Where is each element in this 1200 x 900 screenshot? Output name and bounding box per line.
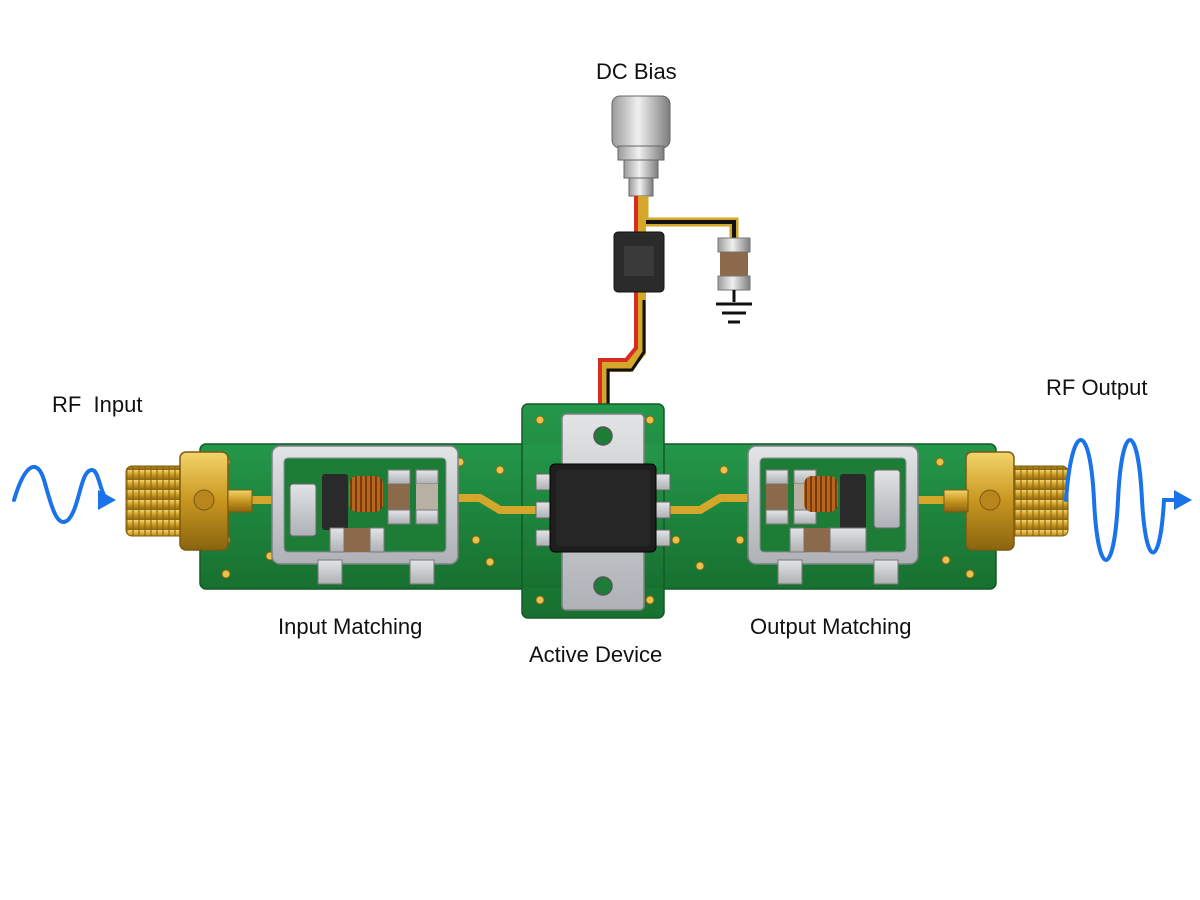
bias-capacitor (717, 237, 751, 302)
sine-wave-arrow-icon (12, 464, 116, 524)
dc-bias-connector (611, 95, 671, 197)
rf-output-connector (943, 451, 1069, 551)
bias-wires (598, 196, 739, 410)
rf-input-connector (125, 451, 253, 551)
bias-choke (613, 231, 665, 293)
dc-bias-label: DC Bias (596, 59, 677, 84)
active-device (535, 413, 671, 611)
input-matching-label: Input Matching (278, 614, 423, 639)
output-matching-label: Output Matching (750, 614, 912, 639)
active-device-label: Active Device (529, 642, 663, 667)
output-matching-network (747, 445, 919, 585)
input-matching-network (271, 445, 459, 585)
rf-input-label: RF Input (52, 392, 143, 417)
rf-output-label: RF Output (1046, 375, 1148, 400)
sine-wave-arrow-icon (1064, 438, 1192, 562)
ground-icon (716, 302, 752, 324)
